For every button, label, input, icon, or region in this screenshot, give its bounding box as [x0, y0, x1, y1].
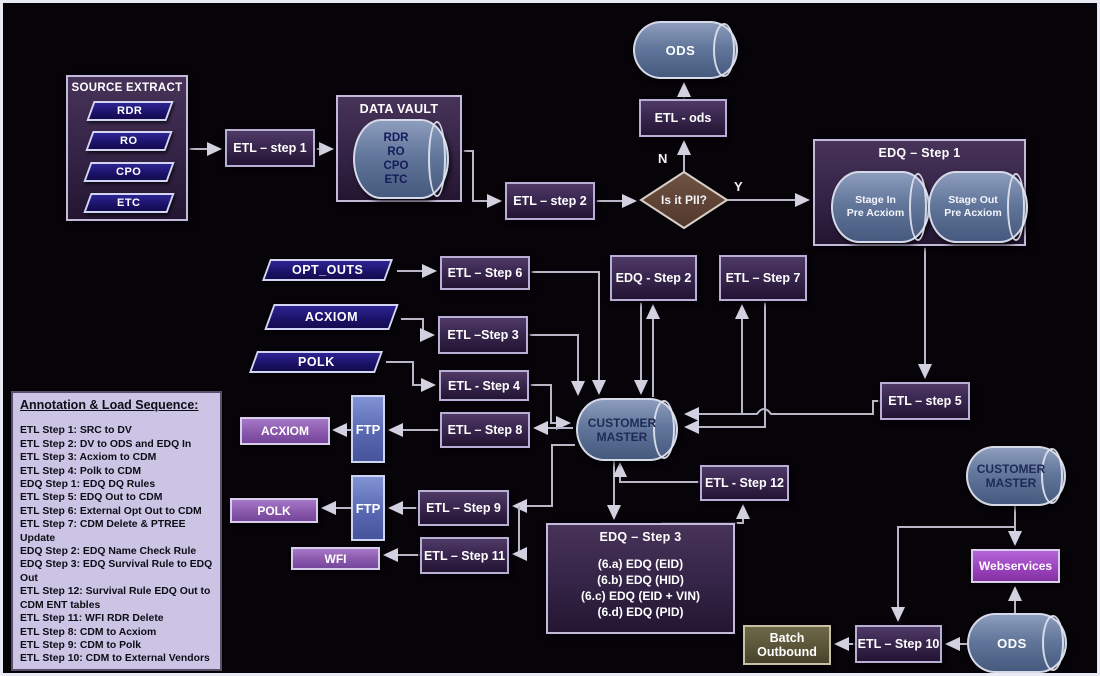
- annotation-line: ETL Step 1: SRC to DV: [20, 425, 132, 437]
- connector-cm2-to-etl10: [891, 526, 1015, 622]
- connector-etl3-to-cm: [528, 334, 585, 396]
- etl-step-1-box: ETL – step 1: [225, 129, 315, 167]
- annotation-line: EDQ Step 1: EDQ DQ Rules: [20, 479, 156, 491]
- etl-ods-box: ETL - ods: [639, 99, 727, 137]
- source-extract-title: SOURCE EXTRACT: [71, 82, 183, 94]
- annotation-title: Annotation & Load Sequence:: [20, 398, 199, 412]
- annotation-line: ETL Step 2: DV to ODS and EDQ In: [20, 438, 192, 450]
- source-extract-group: SOURCE EXTRACT RDR RO CPO ETC: [66, 75, 188, 221]
- etl-step-7-box: ETL – Step 7: [719, 255, 807, 301]
- branch-label-y: Y: [734, 179, 743, 194]
- connector-edq3-to-etl12: [661, 504, 750, 524]
- etl-step-10-box: ETL – Step 10: [855, 625, 942, 663]
- polk-input: POLK: [248, 351, 384, 373]
- etl-step-3-box: ETL –Step 3: [438, 316, 528, 354]
- connector-branch-to-etl11: [512, 506, 527, 561]
- source-item-cpo: CPO: [83, 162, 175, 182]
- connector-layer: [188, 82, 1022, 651]
- acxiom-output-box: ACXIOM: [240, 417, 330, 445]
- etl-step-11-box: ETL – Step 11: [420, 537, 509, 574]
- connector-etl12-to-cm: [613, 462, 700, 483]
- connector-polkin-to-etl4: [386, 361, 436, 392]
- connector-cm-to-etl9: [512, 444, 575, 513]
- stage-in-cylinder: Stage In Pre Acxiom: [831, 171, 930, 243]
- annotation-line: ETL Step 9: CDM to Polk: [20, 639, 142, 651]
- ods-top-cylinder: ODS: [633, 21, 738, 79]
- connector-acxiomin-to-etl3: [401, 318, 435, 342]
- acxiom-input: ACXIOM: [264, 304, 399, 330]
- connector-datavault-to-etl2: [462, 150, 502, 208]
- annotation-line: ETL Step 7: CDM Delete & PTREE Update: [20, 519, 186, 544]
- edq-step-3-group: EDQ – Step 3 (6.a) EDQ (EID) (6.b) EDQ (…: [546, 523, 735, 634]
- ftp-box-2: FTP: [351, 475, 385, 541]
- customer-master-cylinder: CUSTOMER MASTER: [576, 398, 678, 461]
- stage-out-cylinder: Stage Out Pre Acxiom: [928, 171, 1028, 243]
- customer-master-2-cylinder: CUSTOMER MASTER: [966, 446, 1066, 506]
- annotation-line: ETL Step 10: CDM to External Vendors: [20, 653, 210, 665]
- connector-etl4-to-cm: [529, 384, 571, 430]
- annotation-line: ETL Step 5: EDQ Out to CDM: [20, 492, 163, 504]
- annotation-line: ETL Step 6: External Opt Out to CDM: [20, 505, 202, 517]
- decision-diamond-shape: [639, 170, 729, 230]
- decision-diamond-label: Is it PII?: [660, 193, 707, 207]
- polk-output-box: POLK: [230, 498, 318, 523]
- etl-step-6-box: ETL – Step 6: [440, 256, 530, 290]
- connector-etl7-to-cm: [684, 301, 766, 434]
- source-item-etc: ETC: [83, 193, 175, 213]
- annotation-line: ETL Step 8: CDM to Acxiom: [20, 626, 157, 638]
- etl-step-9-box: ETL – Step 9: [418, 490, 509, 526]
- etl-step-2-box: ETL – step 2: [505, 182, 595, 220]
- webservices-box: Webservices: [971, 549, 1060, 583]
- annotation-line: ETL Step 11: WFI RDR Delete: [20, 613, 164, 625]
- edq-step-1-title: EDQ – Step 1: [878, 146, 961, 160]
- etl-step-4-box: ETL - Step 4: [439, 370, 529, 401]
- annotation-panel: Annotation & Load Sequence: ETL Step 1: …: [11, 391, 222, 671]
- data-vault-title: DATA VAULT: [359, 102, 439, 116]
- annotation-line: ETL Step 12: Survival Rule EDQ Out to CD…: [20, 586, 211, 611]
- data-vault-cylinder: RDR RO CPO ETC: [353, 119, 449, 199]
- edq-step-2-box: EDQ - Step 2: [610, 255, 697, 301]
- annotation-line: ETL Step 3: Acxiom to CDM: [20, 452, 157, 464]
- connector-etl6-to-cm: [530, 271, 606, 395]
- etl-step-8-box: ETL – Step 8: [440, 412, 530, 448]
- edq-step-3-title: EDQ – Step 3: [599, 530, 682, 544]
- branch-label-n: N: [658, 151, 668, 166]
- annotation-line: EDQ Step 2: EDQ Name Check Rule: [20, 546, 197, 558]
- edq-step-1-group: EDQ – Step 1 Stage In Pre Acxiom Stage O…: [813, 139, 1028, 246]
- opt-outs-input: OPT_OUTS: [261, 259, 394, 281]
- wfi-box: WFI: [291, 547, 380, 570]
- connector-etl5-to-cm: [684, 400, 880, 421]
- annotation-line: EDQ Step 3: EDQ Survival Rule to EDQ Out: [20, 559, 213, 584]
- source-item-rdr: RDR: [86, 101, 174, 121]
- source-item-ro: RO: [85, 131, 173, 151]
- batch-outbound-box: Batch Outbound: [743, 625, 831, 665]
- ftp-box-1: FTP: [351, 395, 385, 463]
- etl-step-12-box: ETL - Step 12: [700, 465, 789, 501]
- data-vault-group: DATA VAULT RDR RO CPO ETC: [336, 95, 462, 202]
- ods-bottom-cylinder: ODS: [967, 613, 1067, 673]
- annotation-line: ETL Step 4: Polk to CDM: [20, 465, 142, 477]
- etl-step-5-box: ETL – step 5: [880, 382, 970, 420]
